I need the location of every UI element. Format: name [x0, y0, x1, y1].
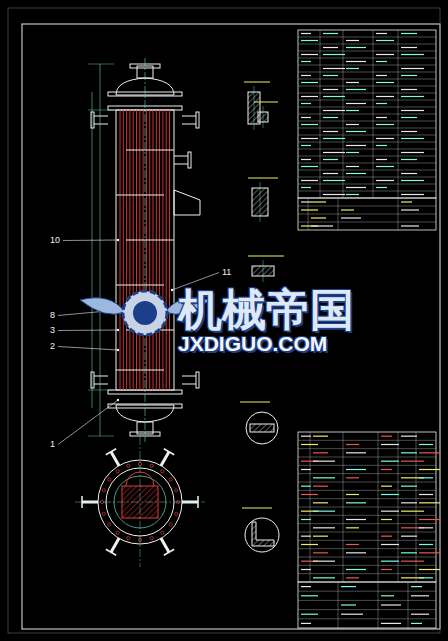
leader-line	[58, 347, 118, 351]
leader-dot	[171, 289, 173, 291]
exchanger-elevation	[88, 58, 200, 442]
callout-number: 10	[50, 236, 60, 245]
watermark: 机械帝国	[178, 288, 354, 332]
leader-line	[58, 330, 118, 332]
sheet-border	[8, 8, 440, 633]
leader-line	[58, 400, 118, 445]
table-grid	[298, 582, 436, 628]
table-grid	[298, 198, 436, 230]
leader-line	[63, 240, 118, 242]
table-grid	[298, 30, 436, 198]
drawing-frame	[22, 24, 440, 629]
callout-number: 11	[222, 268, 231, 277]
leader-dot	[117, 349, 119, 351]
callout-number: 1	[50, 440, 55, 449]
leader-dot	[117, 239, 119, 241]
callout-number: 3	[50, 326, 55, 335]
top-view	[75, 437, 205, 567]
watermark: JXDIGUO.COM	[178, 333, 327, 354]
leader-dot	[117, 399, 119, 401]
table-grid	[298, 432, 440, 582]
callout-number: 8	[50, 311, 55, 320]
leader-dot	[117, 329, 119, 331]
callout-number: 2	[50, 342, 55, 351]
